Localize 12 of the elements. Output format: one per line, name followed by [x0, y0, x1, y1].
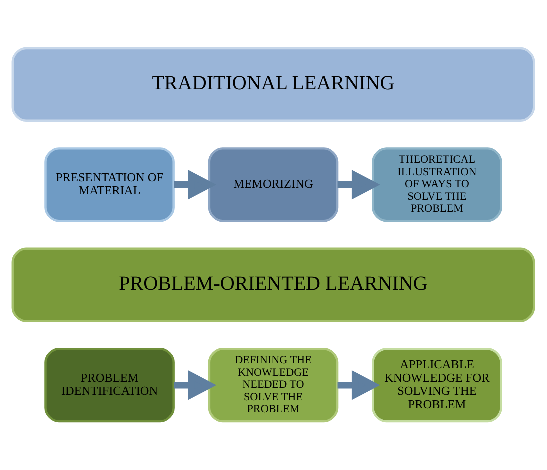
arrow [174, 170, 217, 200]
arrow [338, 370, 380, 400]
node-box: DEFINING THE KNOWLEDGE NEEDED TO SOLVE THE PROBLEM [208, 348, 339, 423]
node-box: TRADITIONAL LEARNING [12, 47, 536, 122]
arrow [174, 370, 217, 400]
arrow [338, 170, 380, 200]
node-box: PROBLEM-ORIENTED LEARNING [12, 248, 536, 322]
node-box: THEORETICAL ILLUSTRATION OF WAYS TO SOLVE THE PROBLEM [372, 148, 502, 222]
node-box: APPLICABLE KNOWLEDGE FOR SOLVING THE PROBLEM [372, 348, 502, 423]
node-box: PRESENTATION OF MATERIAL [44, 148, 175, 222]
node-box: MEMORIZING [208, 148, 339, 222]
node-box: PROBLEM IDENTIFICATION [44, 348, 175, 423]
